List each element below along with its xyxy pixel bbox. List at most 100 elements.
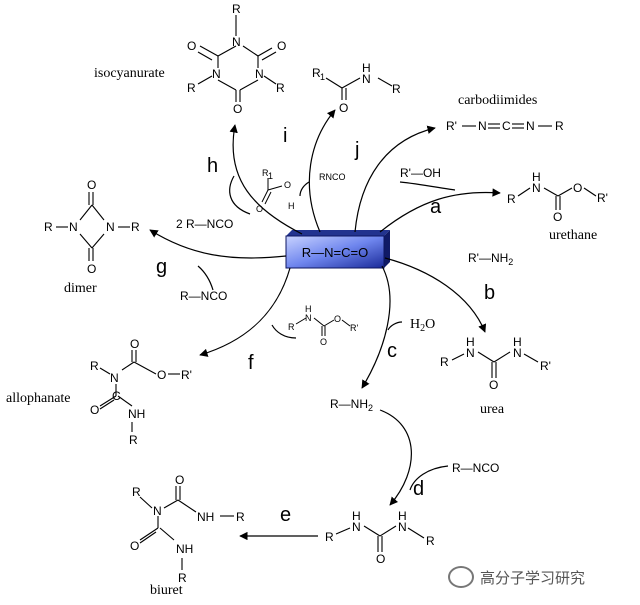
urea-atoms: R H N H N R' O (440, 335, 551, 392)
svg-text:R: R (440, 355, 449, 369)
svg-text:R: R (392, 82, 401, 96)
step-g: g (156, 256, 168, 278)
svg-text:N: N (352, 520, 361, 534)
svg-text:C: C (502, 119, 511, 133)
carbodiimide-atoms: R' N C N R (446, 119, 564, 133)
arrow-b (384, 257, 487, 333)
arrow-a (379, 188, 501, 233)
svg-text:N: N (232, 35, 241, 49)
svg-text:N: N (532, 181, 541, 195)
svg-text:R: R (132, 485, 141, 499)
arrow-h (229, 124, 303, 235)
amine-intermediate: R—NH2 (330, 397, 373, 413)
svg-text:R: R (262, 168, 269, 178)
svg-text:R: R (129, 433, 138, 447)
svg-text:N: N (106, 220, 115, 234)
svg-text:O: O (339, 101, 348, 115)
urea-bottom-atoms: R H N H N R O (325, 509, 435, 566)
label-urea: urea (480, 402, 505, 417)
svg-text:N: N (69, 220, 78, 234)
urethane-structure (517, 187, 597, 210)
reagents: 2 R—NCO RNCO R'—OH R'—NH2 R—NCO H2O R—NC… (176, 166, 513, 475)
svg-text:O: O (130, 337, 139, 351)
reagent-d-curve (409, 465, 449, 491)
watermark-text: 高分子学习研究 (480, 568, 586, 587)
reagent-a: R'—OH (400, 166, 441, 180)
svg-text:R: R (187, 81, 196, 95)
reagent-b: R'—NH2 (468, 251, 513, 267)
svg-text:O: O (320, 337, 327, 347)
dimer-structure (56, 192, 130, 261)
svg-text:NH: NH (197, 510, 214, 524)
biuret-atoms: R N O NH R O NH R (130, 473, 245, 585)
label-isocyanurate: isocyanurate (94, 66, 165, 81)
svg-text:C: C (112, 389, 121, 403)
arrow-j (354, 125, 436, 233)
svg-text:R: R (288, 322, 295, 332)
svg-text:R: R (555, 119, 564, 133)
step-f: f (248, 352, 254, 374)
svg-text:R: R (236, 510, 245, 524)
svg-text:N: N (110, 371, 119, 385)
reagent-h-curve (229, 175, 251, 215)
svg-text:R': R' (446, 119, 457, 133)
reagent-j: RNCO (319, 172, 346, 182)
carbamate-reagent-structure (295, 317, 351, 336)
svg-text:R: R (131, 220, 140, 234)
svg-text:O: O (553, 210, 562, 224)
step-h: h (207, 155, 219, 177)
svg-text:O: O (157, 368, 166, 382)
arrow-c (361, 265, 391, 389)
reagent-g: R—NCO (180, 289, 227, 303)
svg-text:O: O (187, 39, 196, 53)
svg-text:O: O (175, 473, 184, 487)
svg-text:R: R (90, 359, 99, 373)
reagent-i-curve (299, 181, 310, 197)
svg-text:H: H (466, 335, 475, 349)
reagent-g-curve (197, 265, 214, 291)
svg-text:H: H (398, 509, 407, 523)
svg-text:R': R' (350, 323, 358, 333)
svg-text:O: O (87, 262, 96, 276)
reaction-arrows (149, 109, 501, 541)
center-formula: R—N=C=O (302, 245, 368, 260)
arrow-f (199, 267, 291, 357)
step-i: i (283, 125, 288, 147)
svg-text:O: O (489, 378, 498, 392)
reagent-c-curve (387, 321, 403, 331)
biuret-structure (139, 486, 234, 570)
svg-text:N: N (466, 346, 475, 360)
svg-text:R: R (312, 66, 321, 80)
dimer-atoms: R N N R O O (44, 178, 140, 276)
label-biuret: biuret (150, 583, 183, 598)
svg-text:H: H (362, 61, 371, 75)
svg-text:R': R' (181, 368, 192, 382)
svg-text:R: R (232, 2, 241, 16)
isocyanurate-atoms: R N O O N N R R O (187, 2, 286, 116)
svg-text:H: H (288, 201, 295, 211)
svg-text:O: O (233, 102, 242, 116)
label-urethane: urethane (549, 228, 598, 243)
arrow-d (379, 409, 412, 506)
isocyanate-center: R—N=C=O (285, 230, 390, 269)
amide-structure (325, 77, 393, 100)
svg-text:R: R (276, 81, 285, 95)
svg-text:O: O (130, 539, 139, 553)
svg-text:1: 1 (268, 171, 273, 181)
reagent-h: 2 R—NCO (176, 217, 233, 231)
svg-text:R: R (44, 220, 53, 234)
svg-text:R: R (507, 192, 516, 206)
svg-text:R': R' (540, 359, 551, 373)
step-j: j (355, 139, 360, 161)
reagent-a-curve (399, 181, 456, 191)
label-carbodiimides: carbodiimides (458, 93, 538, 108)
reagent-f-curve (271, 324, 297, 339)
carbamate-reagent-atoms: R H N O R' O (288, 304, 358, 347)
wechat-logo-icon (448, 566, 474, 588)
isocyanurate-structure (197, 15, 277, 102)
step-b: b (484, 282, 496, 304)
carbodiimide-structure (462, 123, 552, 129)
svg-text:O: O (90, 403, 99, 417)
